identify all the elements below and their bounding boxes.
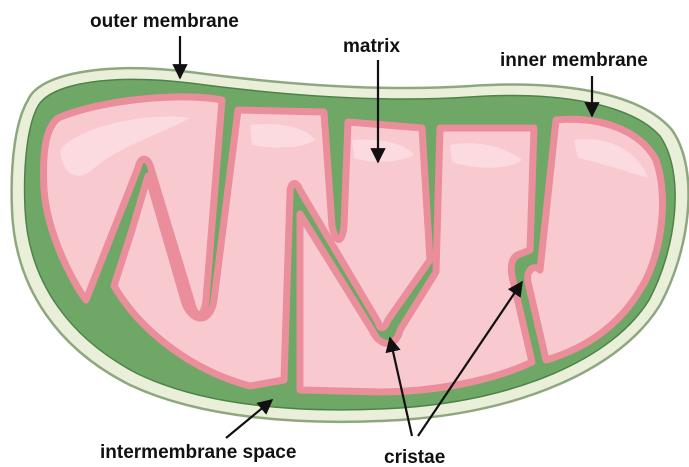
label-intermembrane-space: intermembrane space <box>100 442 296 463</box>
label-inner-membrane: inner membrane <box>500 50 648 71</box>
label-cristae: cristae <box>384 447 445 467</box>
label-outer-membrane: outer membrane <box>90 11 239 32</box>
label-matrix: matrix <box>343 36 400 57</box>
